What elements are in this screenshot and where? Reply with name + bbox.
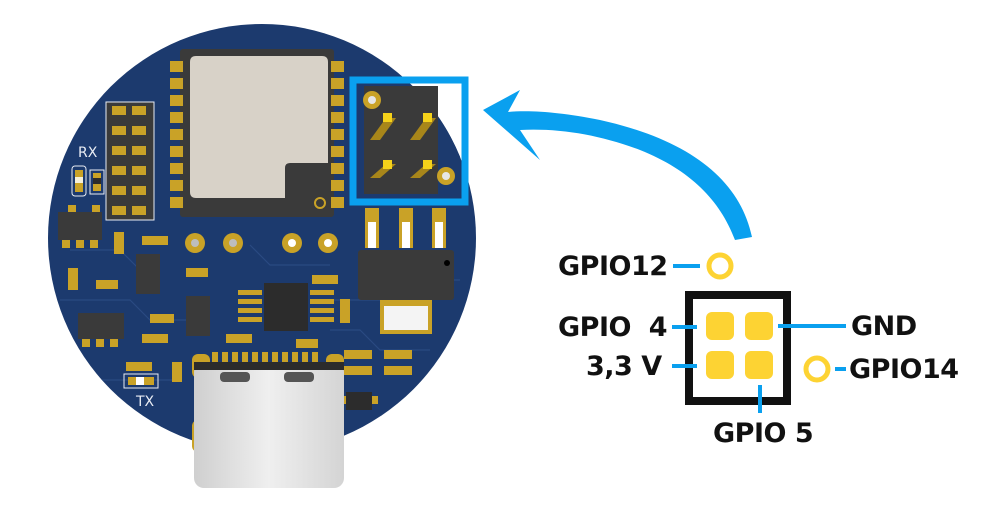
pad-gpio5 <box>745 351 773 379</box>
header-highlight <box>349 55 469 206</box>
wifi-module <box>170 49 344 217</box>
through-holes <box>185 233 338 253</box>
label-gpio12: GPIO12 <box>558 251 668 282</box>
label-gpio14: GPIO14 <box>849 354 959 385</box>
label-gnd: GND <box>851 311 917 342</box>
label-3v3: 3,3 V <box>586 351 662 382</box>
pad-gpio4 <box>706 312 734 340</box>
rx-label: RX <box>78 145 98 161</box>
pinout-schematic <box>672 252 846 413</box>
pad-3v3 <box>706 351 734 379</box>
rx-led <box>71 165 105 197</box>
header-outline <box>685 291 791 405</box>
voltage-regulator <box>358 208 454 334</box>
label-gpio5: GPIO 5 <box>713 418 814 449</box>
pad-gnd <box>745 312 773 340</box>
pin-header-2x6 <box>105 101 155 221</box>
label-gpio4: GPIO 4 <box>558 312 668 343</box>
hole-gpio12 <box>706 252 734 280</box>
callout-arrow <box>483 90 752 240</box>
tx-label: TX <box>136 394 155 410</box>
tx-led <box>123 373 159 389</box>
usb-c-connector <box>192 352 344 488</box>
hole-gpio14 <box>803 355 831 383</box>
smd-components <box>58 205 412 410</box>
pin-leader-lines <box>672 264 846 413</box>
